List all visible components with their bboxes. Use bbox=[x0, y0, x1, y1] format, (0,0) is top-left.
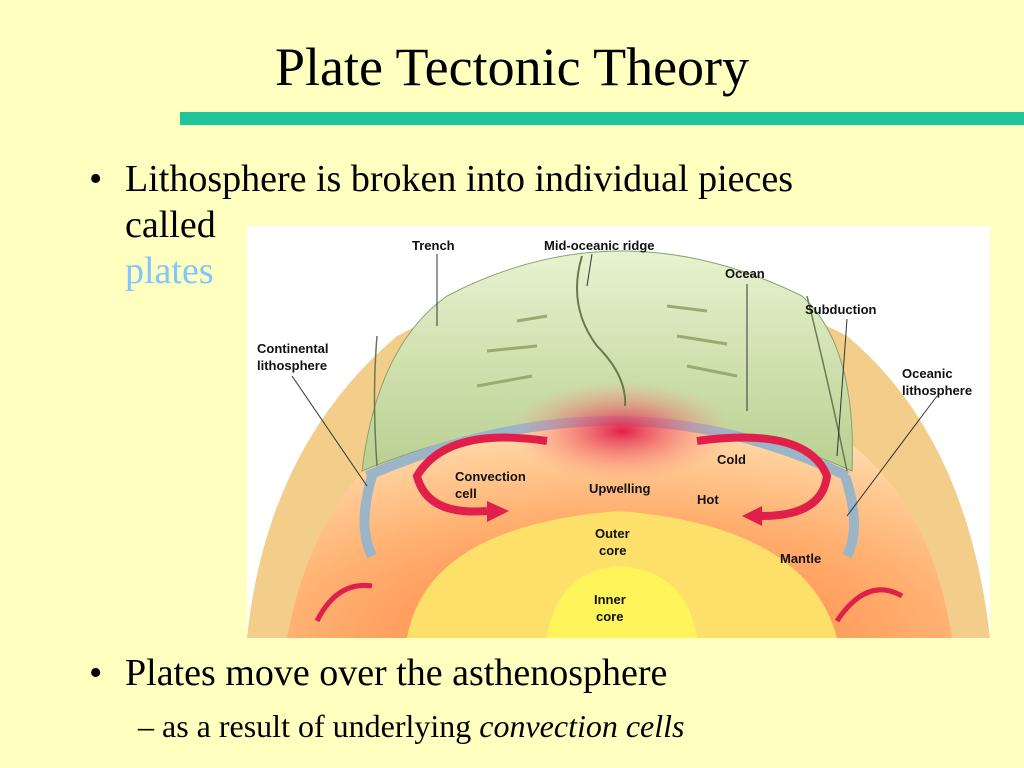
bullet-dot: • bbox=[89, 652, 103, 694]
sub-bullet-prefix: – as a result of underlying bbox=[138, 708, 480, 744]
label-inner-core: core bbox=[596, 609, 623, 624]
label-continental: Continental bbox=[257, 341, 329, 356]
label-hot: Hot bbox=[697, 492, 719, 507]
arrowhead-right bbox=[742, 506, 762, 526]
label-mid-oceanic-ridge: Mid-oceanic ridge bbox=[544, 238, 655, 253]
label-subduction: Subduction bbox=[805, 302, 877, 317]
inner-core-shape bbox=[547, 566, 697, 638]
bullet-text: Plates move over the asthenosphere bbox=[125, 652, 668, 694]
plate-tectonics-diagram: Trench Mid-oceanic ridge Ocean Subductio… bbox=[247, 226, 990, 638]
label-oceanic: Oceanic bbox=[902, 366, 953, 381]
label-upwelling: Upwelling bbox=[589, 481, 650, 496]
convection-arrow-right bbox=[696, 433, 832, 520]
bullet-text-line2: called bbox=[125, 204, 216, 246]
leader-lines bbox=[291, 253, 938, 517]
trench-line bbox=[373, 335, 378, 467]
convection-arrow-left bbox=[412, 433, 548, 516]
label-outer: Outer bbox=[595, 526, 630, 541]
label-mantle: Mantle bbox=[780, 551, 821, 566]
label-oceanic-lithosphere: lithosphere bbox=[902, 383, 972, 398]
subducting-slab-right bbox=[840, 474, 859, 559]
label-trench: Trench bbox=[412, 238, 455, 253]
bullet-dot: • bbox=[89, 158, 103, 200]
plates-highlight: plates bbox=[125, 250, 214, 292]
diagram-svg: Trench Mid-oceanic ridge Ocean Subductio… bbox=[247, 238, 990, 638]
subducting-slab-left bbox=[359, 474, 377, 559]
bullet-text-line1: Lithosphere is broken into individual pi… bbox=[125, 158, 794, 200]
label-inner: Inner bbox=[594, 592, 626, 607]
label-convection-cell: cell bbox=[455, 486, 477, 501]
ridge-line bbox=[576, 255, 627, 407]
bullet-plates-move: • Plates move over the asthenosphere bbox=[89, 650, 945, 696]
label-outer-core: core bbox=[599, 543, 626, 558]
label-cold: Cold bbox=[717, 452, 746, 467]
small-arrow-right bbox=[834, 587, 904, 623]
label-continental-lithosphere: lithosphere bbox=[257, 358, 327, 373]
sub-bullet: – as a result of underlying convection c… bbox=[138, 706, 684, 746]
upwelling-hot-zone bbox=[512, 381, 732, 481]
small-arrow-left bbox=[314, 582, 373, 623]
slide-title: Plate Tectonic Theory bbox=[274, 37, 750, 97]
plate-motion-arrows bbox=[476, 304, 738, 388]
sub-bullet-emphasis: convection cells bbox=[479, 708, 685, 744]
label-convection: Convection bbox=[455, 469, 526, 484]
subduction-line bbox=[806, 295, 848, 472]
label-ocean: Ocean bbox=[725, 266, 765, 281]
bullet-lithosphere: • Lithosphere is broken into individual … bbox=[89, 156, 945, 294]
arrowhead-left bbox=[487, 501, 509, 522]
title-rule bbox=[180, 112, 1024, 125]
